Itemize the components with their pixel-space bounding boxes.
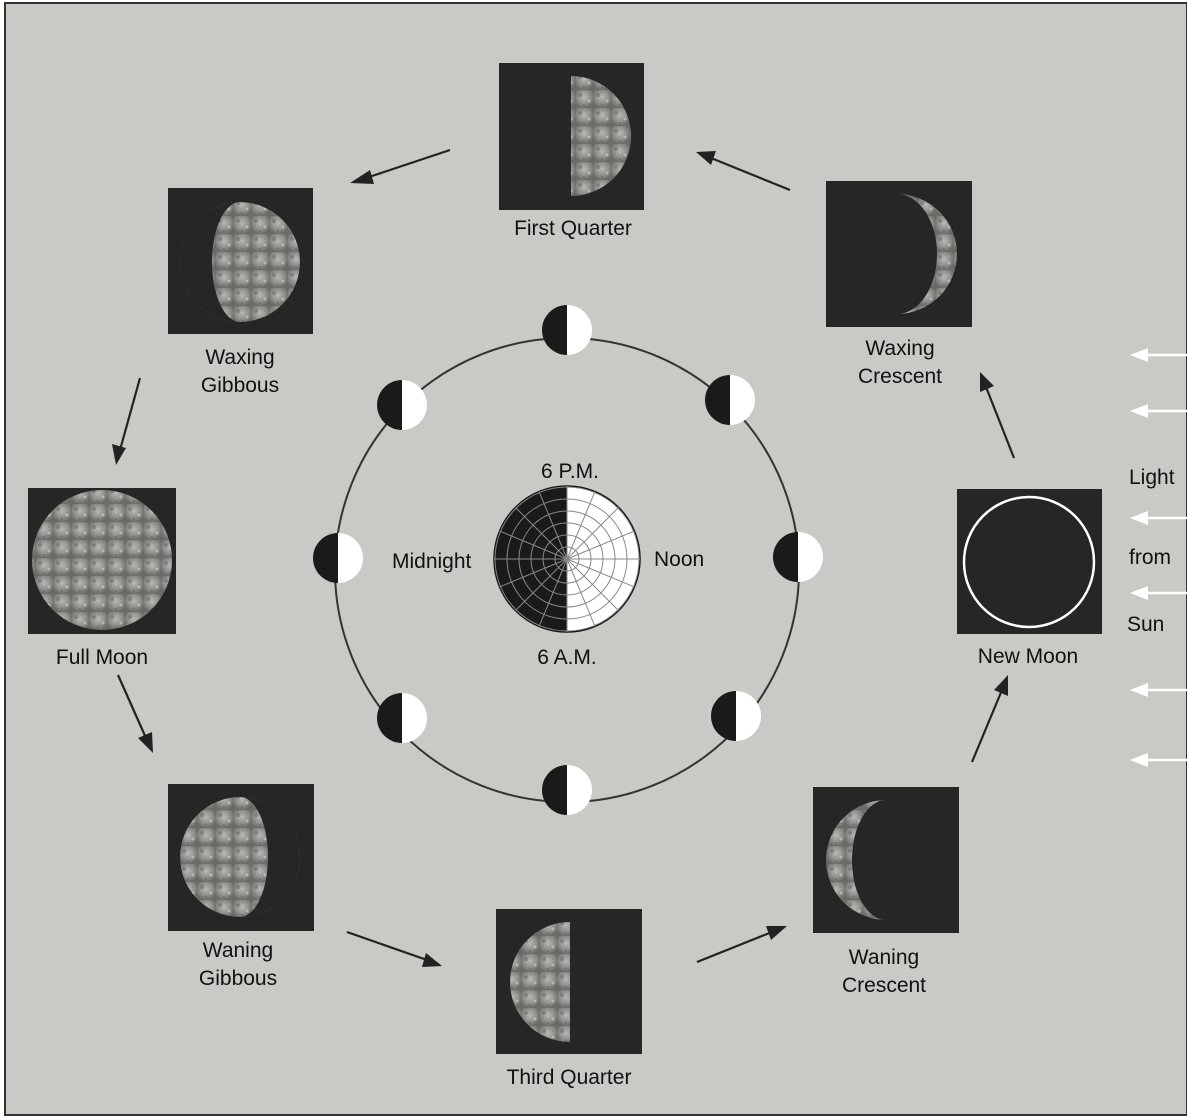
- orbit-moon-top-left: [377, 380, 427, 430]
- photo-waning-crescent: [813, 787, 959, 933]
- label-first-quarter: First Quarter: [514, 217, 632, 240]
- label-full-moon: Full Moon: [56, 646, 148, 669]
- label-waning-crescent-line2: Crescent: [842, 974, 926, 997]
- label-waxing-gibbous-line2: Gibbous: [201, 374, 279, 397]
- earth-grid-lines: [494, 486, 640, 632]
- earth-label-top: 6 P.M.: [541, 460, 599, 483]
- orbit-moon-bottom: [542, 765, 592, 815]
- photo-waxing-crescent: [826, 181, 972, 327]
- photo-waning-gibbous: [168, 784, 314, 931]
- earth-label-right: Noon: [654, 548, 704, 571]
- sun-label-from: from: [1129, 546, 1171, 569]
- label-new-moon: New Moon: [978, 645, 1078, 668]
- label-waxing-gibbous-line1: Waxing: [205, 346, 274, 369]
- photo-full-moon: [28, 488, 176, 634]
- orbit-moon-right: [773, 532, 823, 582]
- label-waxing-crescent-line2: Crescent: [858, 365, 942, 388]
- earth-label-left: Midnight: [392, 550, 472, 573]
- photo-first-quarter: [499, 63, 644, 210]
- photo-third-quarter: [496, 909, 642, 1054]
- orbit-moon-bottom-left: [377, 693, 427, 743]
- orbit-moon-bottom-right: [711, 691, 761, 741]
- orbit-moon-top-right: [705, 375, 755, 425]
- sun-label-sun: Sun: [1127, 613, 1164, 636]
- earth-label-bottom: 6 A.M.: [537, 646, 597, 669]
- photo-waxing-gibbous: [168, 188, 313, 334]
- sun-label-light: Light: [1129, 466, 1175, 489]
- label-waning-crescent-line1: Waning: [849, 946, 919, 969]
- orbit-moon-top: [542, 305, 592, 355]
- orbit-moon-left: [313, 533, 363, 583]
- earth-globe: [494, 486, 640, 632]
- label-waxing-crescent-line1: Waxing: [865, 337, 934, 360]
- label-waning-gibbous-line1: Waning: [203, 939, 273, 962]
- photo-new-moon: [957, 489, 1102, 634]
- label-waning-gibbous-line2: Gibbous: [199, 967, 277, 990]
- label-third-quarter: Third Quarter: [507, 1066, 632, 1089]
